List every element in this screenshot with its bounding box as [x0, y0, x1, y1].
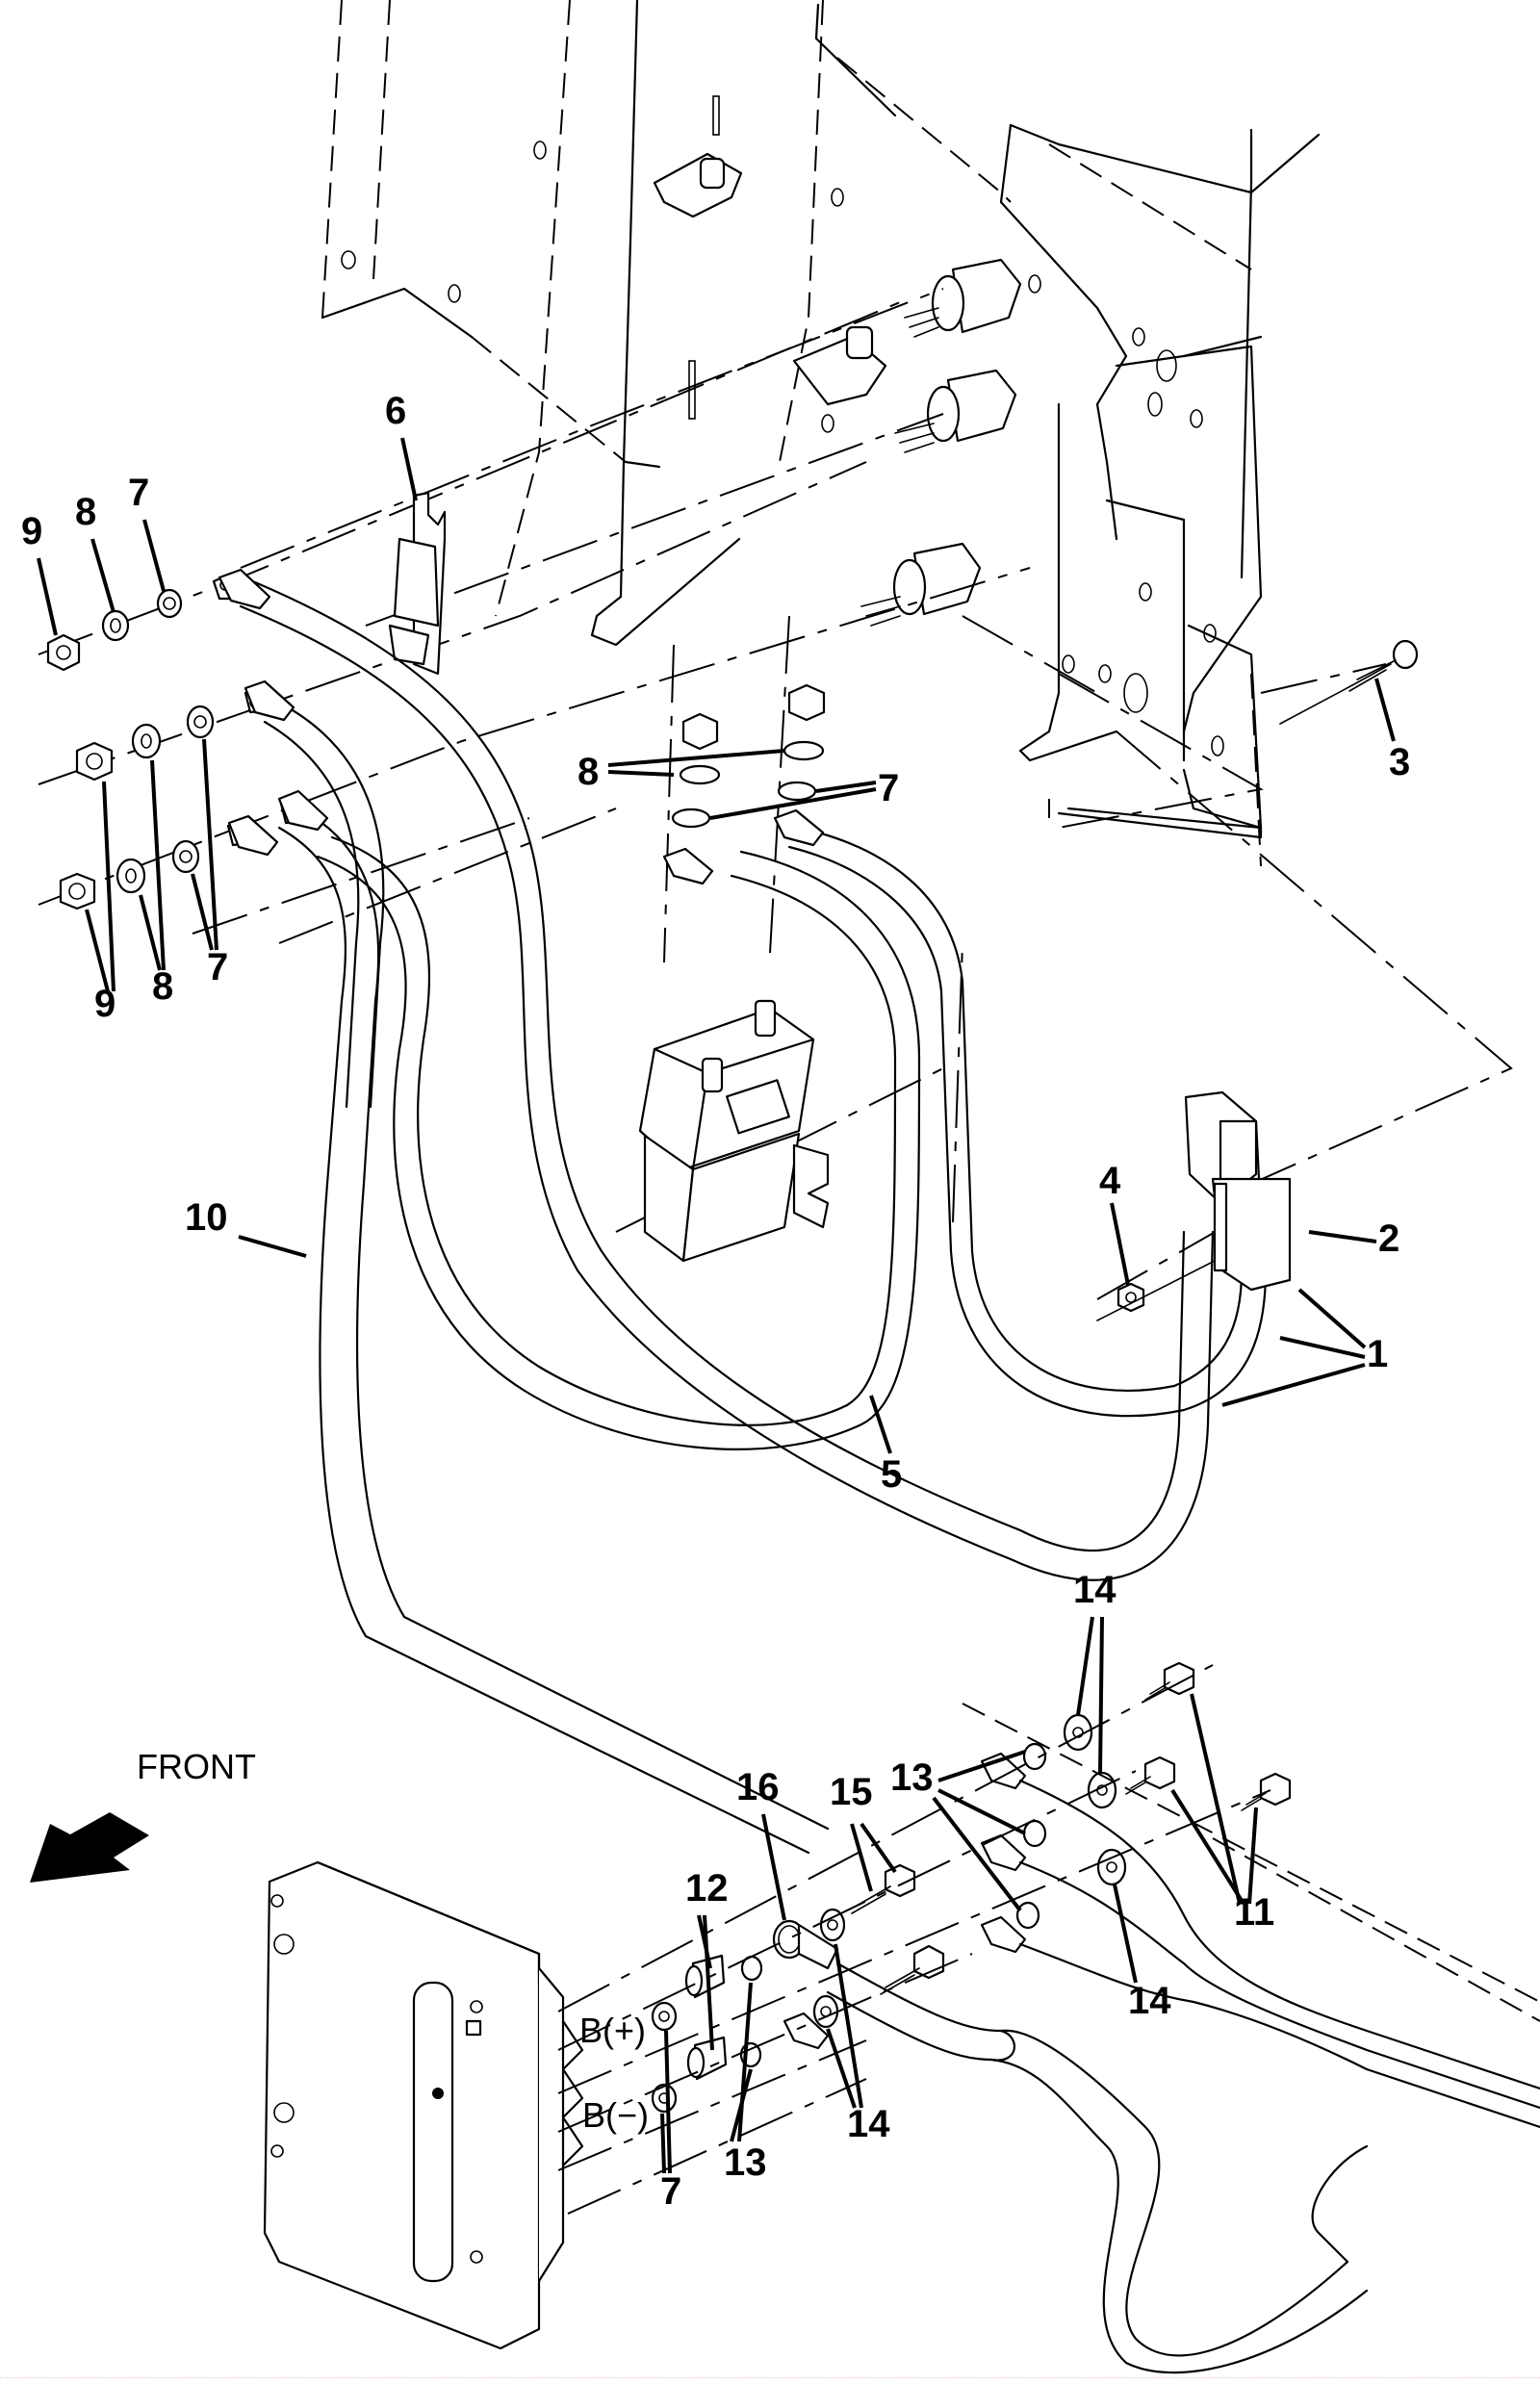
callout-label-9: 9	[94, 983, 116, 1025]
nut-4	[1096, 1260, 1216, 1321]
callout-label-10: 10	[185, 1196, 228, 1239]
callout-leader-c9a	[37, 557, 58, 636]
callout-label-11: 11	[1234, 1891, 1274, 1934]
callout-label-2: 2	[1378, 1218, 1399, 1260]
callout-leader-c7b	[815, 781, 877, 793]
front-arrow: FRONT	[30, 1747, 256, 1883]
cable-5	[316, 835, 921, 1450]
callout-leader-c16	[761, 1813, 786, 1921]
screw-3	[1279, 639, 1419, 725]
callout-label-3: 3	[1389, 741, 1410, 783]
callout-label-4: 4	[1099, 1160, 1121, 1202]
motor-controller	[263, 1860, 584, 2350]
callout-leader-c1	[1297, 1288, 1367, 1349]
weld-nut-lower	[792, 325, 887, 406]
callout-leaders	[37, 437, 1396, 2174]
callout-label-14: 14	[847, 2103, 890, 2145]
callout-leader-c7d	[660, 2113, 666, 2174]
cable-1-right	[787, 826, 1268, 1418]
callout-leader-c8b	[150, 759, 166, 971]
contactor	[638, 999, 830, 1263]
battery-connector	[1184, 1090, 1292, 1292]
battery-post-upper	[904, 258, 1022, 338]
callout-label-16: 16	[736, 1766, 780, 1808]
chassis-frame	[321, 0, 1321, 867]
callout-leader-c13a	[937, 1750, 1026, 1782]
callout-leader-c14c	[826, 2028, 857, 2109]
callout-leader-c7d	[664, 2030, 672, 2174]
hardware-stack-middle	[75, 683, 279, 782]
battery-post-lower	[860, 542, 982, 627]
callout-label-7: 7	[878, 767, 899, 809]
callout-leader-c1	[1221, 1363, 1366, 1407]
callout-label-13: 13	[890, 1756, 934, 1799]
callout-leader-c10	[238, 1235, 307, 1258]
callout-label-7: 7	[660, 2170, 681, 2213]
callout-leader-c14b	[1113, 1884, 1138, 1984]
cable-1-upper	[239, 580, 1215, 1581]
callout-label-7: 7	[128, 472, 149, 514]
callout-label-7: 7	[207, 946, 228, 988]
terminal-label-positive: B(+)	[579, 2011, 646, 2050]
callout-leader-c8c	[607, 770, 675, 777]
hardware-stack-lower	[59, 794, 315, 910]
callout-label-8: 8	[578, 751, 599, 793]
terminal-label-negative: B(−)	[582, 2095, 649, 2135]
callout-leader-c9b	[102, 781, 116, 992]
callout-leader-c7a	[142, 519, 166, 592]
ring-terminals	[218, 568, 825, 885]
callout-leader-c12	[703, 1914, 714, 2051]
callout-leader-c14a	[1098, 1616, 1104, 1774]
callout-label-14: 14	[1073, 1569, 1116, 1611]
callout-label-8: 8	[75, 491, 96, 533]
callout-leader-c11	[1190, 1693, 1242, 1905]
callout-leader-c11	[1170, 1788, 1245, 1906]
harness-cables-lower	[826, 1703, 1540, 2374]
callout-label-1: 1	[1367, 1333, 1388, 1375]
cable-1-middle	[263, 701, 385, 1109]
cable-10	[277, 807, 830, 1855]
callout-label-15: 15	[830, 1771, 873, 1813]
callout-leader-c11	[1247, 1807, 1258, 1905]
callout-leader-c13a	[932, 1796, 1022, 1912]
callout-leader-c14a	[1076, 1616, 1094, 1716]
callout-leader-c2	[1308, 1230, 1377, 1243]
weld-nut-upper	[653, 152, 743, 218]
callout-leader-c5	[869, 1395, 892, 1454]
callout-leader-c13a	[937, 1788, 1026, 1835]
callout-leader-c6	[400, 437, 418, 501]
callout-label-9: 9	[21, 510, 42, 552]
callout-leader-c9b	[85, 909, 110, 992]
callout-leader-c14c	[834, 1943, 863, 2109]
battery-post-middle	[894, 369, 1017, 453]
callout-leader-c3	[1374, 678, 1396, 742]
page-edge	[0, 2377, 1540, 2378]
callout-leader-c1	[1279, 1336, 1366, 1359]
callout-leader-c8b	[139, 894, 162, 971]
callout-label-6: 6	[385, 390, 406, 432]
callout-leader-c15	[860, 1822, 897, 1874]
contactor-hardware	[671, 683, 826, 829]
callout-leader-c8a	[90, 538, 116, 613]
callout-leader-c4	[1110, 1202, 1130, 1286]
callout-leader-c15	[850, 1823, 873, 1892]
callout-label-14: 14	[1128, 1980, 1171, 2022]
callout-label-8: 8	[152, 965, 173, 1008]
front-label: FRONT	[137, 1747, 256, 1786]
arrow-down-left-icon	[30, 1812, 149, 1883]
callout-leader-c8c	[607, 749, 785, 767]
fuse	[388, 491, 447, 676]
callout-leader-c13b	[737, 1982, 753, 2142]
callout-label-5: 5	[881, 1453, 902, 1496]
lower-centerlines	[557, 1664, 1271, 2215]
callout-label-12: 12	[685, 1867, 729, 1910]
callout-leader-c7c	[191, 873, 214, 951]
callout-label-13: 13	[724, 2141, 767, 2184]
callout-leader-c7b	[709, 787, 877, 820]
callout-leader-c7c	[202, 738, 218, 951]
hardware-stack-upper	[46, 572, 247, 672]
